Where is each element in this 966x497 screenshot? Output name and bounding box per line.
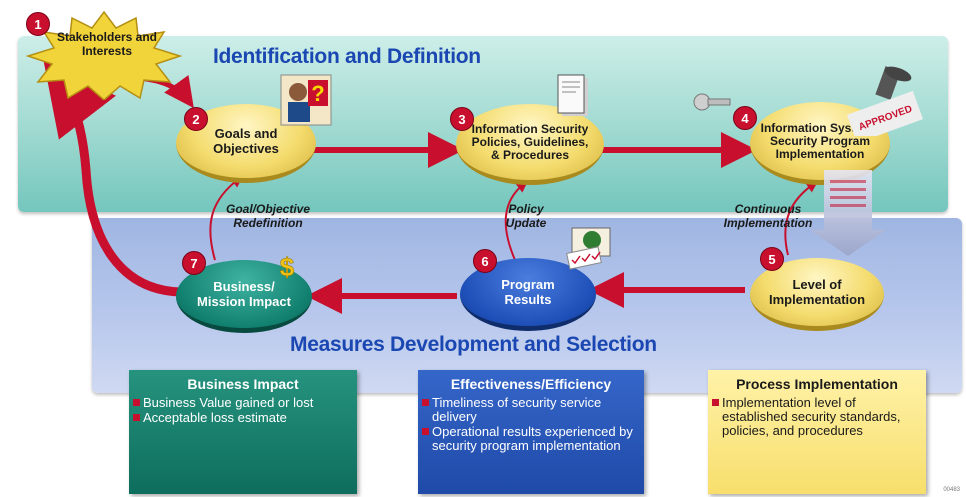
step-4-number: 4 xyxy=(733,106,757,130)
step-6-number: 6 xyxy=(473,249,497,273)
step-7-label: Business/ Mission Impact xyxy=(197,279,291,309)
svg-text:$: $ xyxy=(280,252,295,282)
step-3-label: Information Security Policies, Guideline… xyxy=(471,121,589,162)
effectiveness-item: Operational results experienced by secur… xyxy=(422,425,636,453)
effectiveness-efficiency-box: Effectiveness/Efficiency Timeliness of s… xyxy=(418,370,644,494)
arrow-policy-update xyxy=(504,180,529,261)
arrow-continuous xyxy=(784,180,819,256)
process-implementation-title: Process Implementation xyxy=(736,376,898,392)
step-2-label: Goals and Objectives xyxy=(213,126,279,156)
stamp-icon: APPROVED xyxy=(846,66,924,136)
step-3-number: 3 xyxy=(450,107,474,131)
figure-code: 00483 xyxy=(943,487,960,493)
business-impact-item: Acceptable loss estimate xyxy=(133,411,349,425)
svg-text:?: ? xyxy=(311,81,324,106)
business-impact-box: Business Impact Business Value gained or… xyxy=(129,370,357,494)
key-icon xyxy=(693,93,731,111)
effectiveness-item: Timeliness of security service delivery xyxy=(422,396,636,424)
binary-data-icon xyxy=(810,170,886,256)
step-2-number: 2 xyxy=(184,107,208,131)
step-5-number: 5 xyxy=(760,247,784,271)
continuous-implementation-label: Continuous Implementation xyxy=(723,202,813,230)
document-icon xyxy=(557,74,588,116)
business-impact-title: Business Impact xyxy=(187,376,299,392)
step-3-disk: Information Security Policies, Guideline… xyxy=(456,104,604,185)
step-5-label: Level of Implementation xyxy=(768,277,866,307)
step-1-number: 1 xyxy=(26,12,50,36)
step-6-label: Program Results xyxy=(501,277,555,307)
business-impact-item: Business Value gained or lost xyxy=(133,396,349,410)
measures-title: Measures Development and Selection xyxy=(290,333,657,356)
step-1-label: Stakeholders and Interests xyxy=(56,30,158,58)
step-6-disk: Program Results xyxy=(460,258,596,331)
checklist-icon xyxy=(566,227,611,270)
process-implementation-box: Process Implementation Implementation le… xyxy=(708,370,926,494)
effectiveness-efficiency-title: Effectiveness/Efficiency xyxy=(450,376,612,392)
dollar-icon: $ xyxy=(279,252,295,282)
step-7-number: 7 xyxy=(182,251,206,275)
step-4-label: Information Systems Security Program Imp… xyxy=(760,120,880,161)
policy-update-label: Policy Update xyxy=(505,202,547,230)
arrow-7-to-1 xyxy=(43,60,181,297)
identification-title: Identification and Definition xyxy=(213,45,481,68)
goal-redefinition-label: Goal/Objective Redefinition xyxy=(225,202,311,230)
question-mark-icon: ? xyxy=(280,74,332,126)
process-implementation-item: Implementation level of established secu… xyxy=(712,396,918,438)
arrow-goal-redefinition xyxy=(209,175,244,261)
